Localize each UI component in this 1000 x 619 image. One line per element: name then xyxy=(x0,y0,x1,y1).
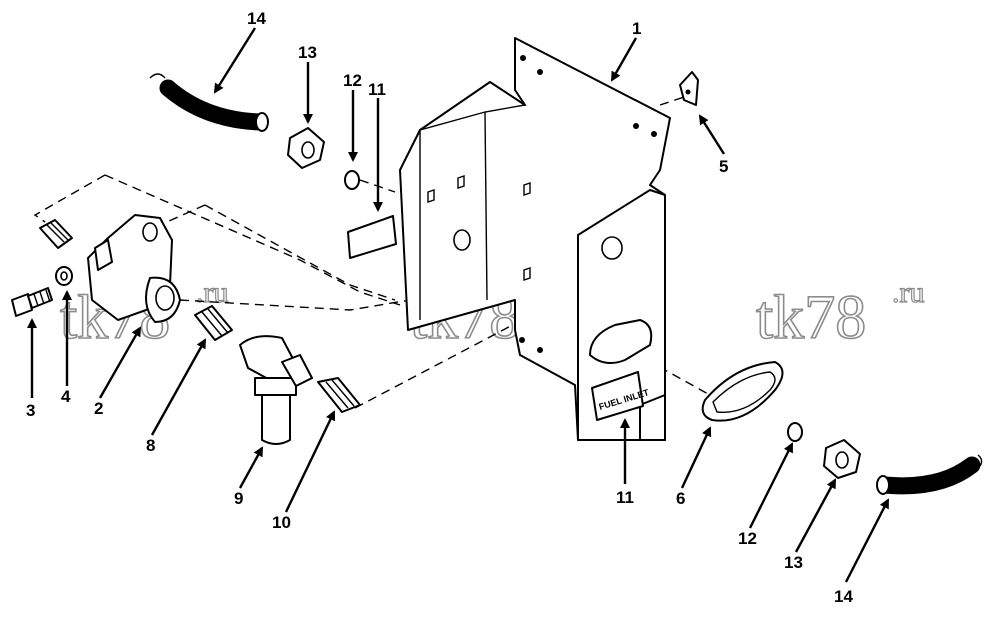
callout-11-upper: 11 xyxy=(368,80,386,99)
elbow-fitting xyxy=(317,377,361,413)
svg-text:tk78: tk78 xyxy=(756,284,866,352)
callout-numbers: 1 14 13 12 11 5 3 4 2 8 9 10 11 6 12 13 … xyxy=(26,9,853,606)
fuel-filter xyxy=(239,335,313,445)
leader-lines xyxy=(27,27,890,583)
callout-2: 2 xyxy=(94,399,103,418)
plate-upper xyxy=(347,215,397,259)
callout-3: 3 xyxy=(26,401,35,420)
callout-12-lower: 12 xyxy=(738,529,757,548)
callout-13-lower: 13 xyxy=(784,553,803,572)
callout-13-upper: 13 xyxy=(298,43,317,62)
svg-text:.ru: .ru xyxy=(892,276,925,309)
nut-lower xyxy=(823,439,861,479)
callout-8: 8 xyxy=(146,436,155,455)
mounting-bracket xyxy=(399,37,671,441)
svg-text:.ru: .ru xyxy=(196,276,229,309)
fuel-pump xyxy=(87,214,181,323)
callout-1: 1 xyxy=(632,19,641,38)
grommet xyxy=(701,361,784,422)
washer xyxy=(55,266,73,286)
callout-14-lower: 14 xyxy=(834,587,853,606)
bolt xyxy=(11,287,53,317)
sleeve-lower xyxy=(787,422,803,442)
callout-9: 9 xyxy=(234,489,243,508)
callout-12-upper: 12 xyxy=(343,71,362,90)
pump-fitting-upper xyxy=(39,219,73,249)
clip-nut xyxy=(679,71,699,106)
callout-11-lower: 11 xyxy=(616,488,634,507)
watermark-right: tk78 .ru xyxy=(755,275,925,352)
callout-5: 5 xyxy=(719,157,728,176)
sleeve-upper xyxy=(344,170,360,190)
callout-6: 6 xyxy=(676,489,685,508)
nut-upper xyxy=(287,127,325,169)
callout-4: 4 xyxy=(61,387,71,406)
callout-10: 10 xyxy=(272,513,291,532)
adapter-fitting xyxy=(194,305,233,341)
callout-14-upper: 14 xyxy=(247,9,266,28)
fuel-hose-lower xyxy=(876,454,983,495)
fuel-hose-upper xyxy=(149,73,269,132)
assembly-lines xyxy=(33,94,711,409)
